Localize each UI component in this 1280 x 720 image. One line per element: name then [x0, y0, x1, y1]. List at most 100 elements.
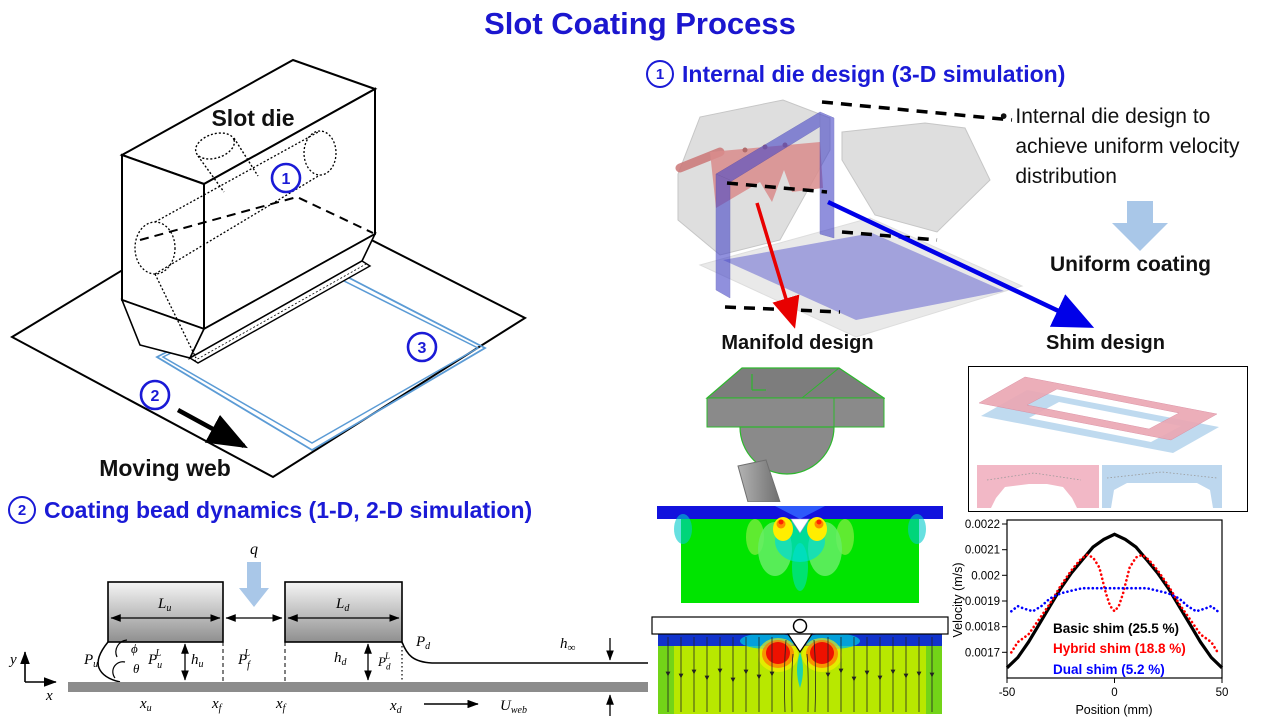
bullet-marker: •: [1000, 105, 1008, 128]
section1-heading: 1 Internal die design (3-D simulation): [646, 60, 1065, 88]
label-xf1: xf: [211, 696, 223, 714]
label-PuL: PuL: [147, 648, 162, 671]
shim-section-pink: [977, 465, 1099, 508]
manifold-cad-image: [705, 367, 885, 502]
slot-die-label: Slot die: [211, 105, 294, 131]
chart-y-ticks: [1002, 523, 1007, 653]
section2-badge: 2: [8, 496, 36, 524]
cfd-contour-image: [657, 506, 943, 603]
manifold-pointer-arrow: [755, 202, 800, 329]
label-PfL: PfL: [237, 648, 251, 671]
internal-die-3d: [675, 99, 1095, 338]
badge-3: 3: [406, 331, 438, 363]
bullet-item: • Internal die design to achieve uniform…: [1000, 102, 1272, 191]
lip-slot-line: [193, 263, 367, 362]
cfd2-die-notch: [786, 633, 814, 654]
label-hd: hd: [334, 650, 348, 668]
coating-bead-schematic: q Lu Ld ϕ θ Pu PuL hu PfL hd PdL Pd: [8, 541, 648, 716]
legend-basic-shim: Basic shim (25.5 %): [1053, 621, 1179, 636]
label-xu: xu: [139, 696, 152, 714]
die-half-right: [841, 122, 991, 233]
shim-3d-blue-layer: [981, 390, 1219, 453]
chart-y-labels: 0.0022 0.0021 0.002 0.0019 0.0018 0.0017: [965, 519, 1000, 659]
series-dual-shim: [1009, 586, 1220, 613]
film-surface: [401, 641, 648, 664]
cad-axis-marker: [751, 374, 766, 391]
badge-2: 2: [139, 379, 171, 411]
cfd2-streamlines: [665, 637, 935, 713]
svg-text:-50: -50: [999, 687, 1016, 699]
blue-floor-plane: [723, 233, 1004, 320]
label-phi: ϕ: [131, 641, 138, 656]
upstream-meniscus: [97, 641, 121, 683]
svg-text:50: 50: [1216, 687, 1229, 699]
manifold-caption: Manifold design: [721, 332, 874, 354]
uniform-coating-label: Uniform coating: [1050, 253, 1211, 276]
label-x-axis: x: [45, 688, 53, 704]
shim-frame-blue: [715, 111, 835, 299]
svg-text:3: 3: [418, 340, 427, 357]
section1-badge: 1: [646, 60, 674, 88]
label-Ld: Ld: [335, 596, 350, 614]
web-direction-arrow: [176, 408, 248, 449]
shim-caption: Shim design: [1046, 332, 1165, 354]
label-Pu: Pu: [83, 652, 98, 670]
cad-top-face: [705, 367, 885, 399]
cad-feed-cylinder: [737, 459, 781, 502]
svg-text:0.0019: 0.0019: [965, 596, 1000, 608]
chart-y-title: Velocity (m/s): [951, 562, 965, 637]
label-Lu: Lu: [157, 596, 171, 614]
manifold-plate-pink: [710, 142, 823, 208]
shim-section-blue: [1102, 465, 1222, 508]
section2-heading: 2 Coating bead dynamics (1-D, 2-D simula…: [8, 496, 532, 524]
upstream-die-block: [107, 581, 224, 643]
label-xd: xd: [389, 698, 403, 716]
cfd-streamline-image: [651, 616, 949, 714]
section1-heading-text: Internal die design (3-D simulation): [682, 60, 1066, 87]
cfd1-slot-notch: [790, 518, 810, 534]
shim-design-image: [968, 366, 1248, 512]
svg-text:1: 1: [282, 171, 291, 188]
svg-text:0.0018: 0.0018: [965, 622, 1000, 634]
chart-x-ticks: [1006, 678, 1223, 683]
feed-tube-icon: [194, 132, 259, 193]
moving-web-bar: [68, 682, 648, 692]
legend-hybrid-shim: Hybrid shim (18.8 %): [1053, 641, 1186, 656]
bullet-text: Internal die design to achieve uniform v…: [1015, 105, 1240, 188]
slot-die-drawing: Slot die 1 2 3 Moving web: [10, 58, 528, 481]
label-y-axis: y: [8, 652, 17, 668]
shim-design-svg: [977, 376, 1222, 508]
svg-text:0.0022: 0.0022: [965, 519, 1000, 531]
shim-pointer-arrow: [827, 199, 1095, 328]
chart-x-labels: -50 0 50: [999, 687, 1229, 699]
svg-text:0.0021: 0.0021: [965, 545, 1000, 557]
label-Pd: Pd: [415, 634, 431, 652]
section2-heading-text: Coating bead dynamics (1-D, 2-D simulati…: [44, 496, 533, 523]
page-title: Slot Coating Process: [484, 6, 796, 41]
shim-3d-pink-layer: [978, 376, 1218, 441]
series-hybrid-shim: [1009, 553, 1220, 654]
chart-legend: Basic shim (25.5 %) Hybrid shim (18.8 %)…: [1053, 621, 1186, 677]
cfd2-center-jet: [797, 652, 803, 688]
dashed-section-line: [139, 195, 374, 241]
label-q: q: [250, 541, 258, 558]
svg-text:2: 2: [151, 388, 160, 405]
velocity-chart: 0.0022 0.0021 0.002 0.0019 0.0018 0.0017…: [951, 519, 1229, 717]
downstream-die-block: [284, 581, 403, 643]
svg-text:0.002: 0.002: [971, 570, 1000, 582]
badge-1: 1: [270, 162, 302, 194]
label-Uweb: Uweb: [500, 698, 527, 716]
moving-web-label: Moving web: [99, 455, 231, 481]
chart-frame: [1006, 519, 1223, 679]
chart-x-title: Position (mm): [1075, 703, 1152, 717]
down-arrow-icon: [1112, 201, 1168, 251]
svg-text:0: 0: [1111, 687, 1117, 699]
label-hu: hu: [191, 652, 204, 670]
series-basic-shim: [1005, 532, 1224, 669]
coordinate-axes: y x: [8, 651, 57, 704]
cad-front-band: [706, 397, 885, 428]
flow-rate-arrow: [239, 562, 269, 607]
legend-dual-shim: Dual shim (5.2 %): [1053, 662, 1165, 677]
label-hinf: h∞: [560, 636, 576, 654]
